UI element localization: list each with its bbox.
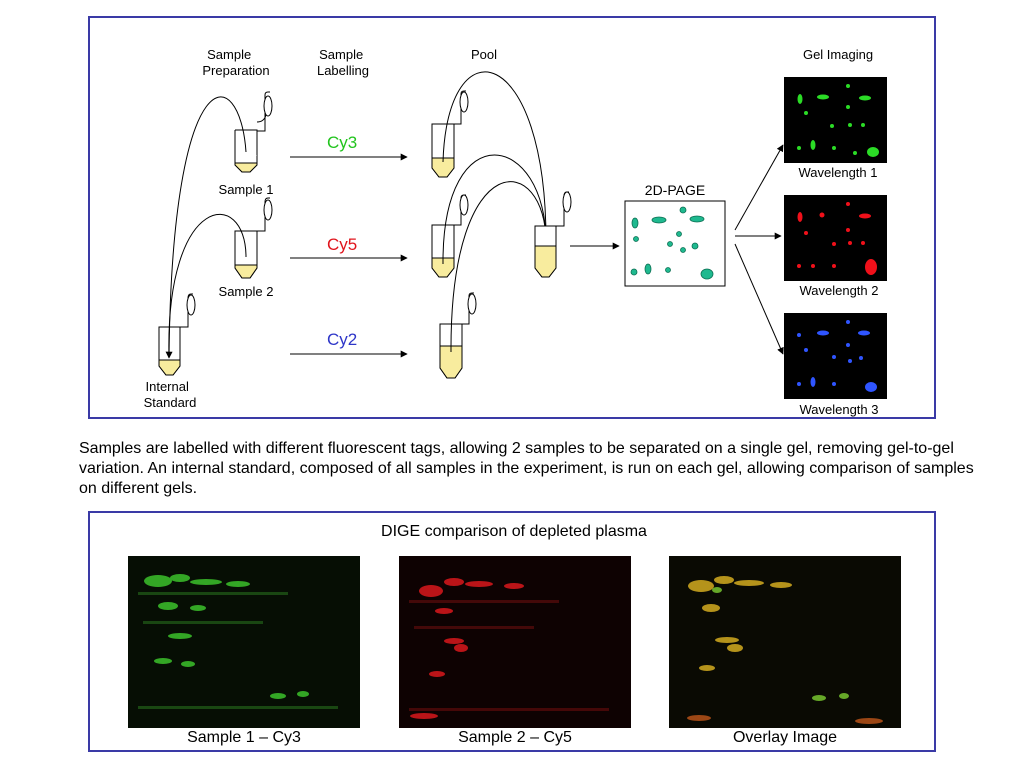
wavelength2-label: Wavelength 2	[799, 283, 878, 298]
gel-photo-sample1-cy3	[128, 556, 360, 728]
gel-photo-sample2-cy5	[399, 556, 631, 728]
header-sample-preparation: Sample Preparation	[202, 47, 269, 78]
gel-caption-sample1: Sample 1 – Cy3	[187, 729, 301, 746]
sample1-tube	[234, 91, 273, 173]
pool-arc-cy5	[442, 154, 547, 265]
labelled-tube-cy2	[439, 292, 477, 379]
sample1-to-standard-arc	[165, 96, 247, 359]
gel-to-wavelength1-arrow	[734, 144, 784, 231]
sample2-tube	[234, 197, 273, 279]
dye-label-cy3: Cy3	[327, 133, 357, 152]
pool-arc-cy2	[450, 181, 547, 353]
sample1-label: Sample 1	[219, 182, 274, 197]
gel-photo-overlay	[669, 556, 901, 728]
gel-image-sample2: Sample 2 – Cy5	[399, 556, 631, 747]
comparison-title: DIGE comparison of depleted plasma	[381, 523, 647, 540]
wavelength3-label: Wavelength 3	[799, 402, 878, 417]
workflow-panel: Sample Preparation Sample Labelling Pool…	[88, 16, 936, 419]
sample2-label: Sample 2	[219, 284, 274, 299]
wavelength1-label: Wavelength 1	[798, 165, 877, 180]
labelled-tube-cy5	[431, 194, 469, 278]
internal-standard-tube	[158, 293, 196, 376]
comparison-panel: DIGE comparison of depleted plasma	[88, 511, 936, 752]
gel-caption-overlay: Overlay Image	[732, 729, 838, 746]
page-gel	[624, 200, 726, 287]
header-gel-imaging: Gel Imaging	[803, 47, 873, 62]
header-pool: Pool	[471, 47, 497, 62]
wavelength2-image	[784, 195, 887, 281]
gel-image-overlay: Overlay Image	[669, 556, 901, 747]
gel-image-sample1: Sample 1 – Cy3	[128, 556, 360, 747]
page-gel-label: 2D-PAGE	[645, 182, 705, 198]
header-sample-labelling: Sample Labelling	[317, 47, 369, 78]
dye-label-cy5: Cy5	[327, 235, 357, 254]
dye-label-cy2: Cy2	[327, 330, 357, 349]
dige-workflow-diagram: Sample Preparation Sample Labelling Pool…	[144, 47, 887, 417]
wavelength1-image	[784, 77, 887, 163]
pool-tube	[534, 191, 572, 278]
labelled-tube-cy3	[431, 90, 469, 178]
gel-caption-sample2: Sample 2 – Cy5	[458, 729, 572, 746]
gel-to-wavelength3-arrow	[734, 243, 784, 355]
sample2-to-standard-arc	[168, 213, 247, 359]
pool-arc-cy3	[442, 71, 550, 245]
explanation-caption: Samples are labelled with different fluo…	[79, 440, 974, 497]
wavelength3-image	[784, 313, 887, 399]
internal-standard-label: Internal Standard	[144, 379, 197, 410]
